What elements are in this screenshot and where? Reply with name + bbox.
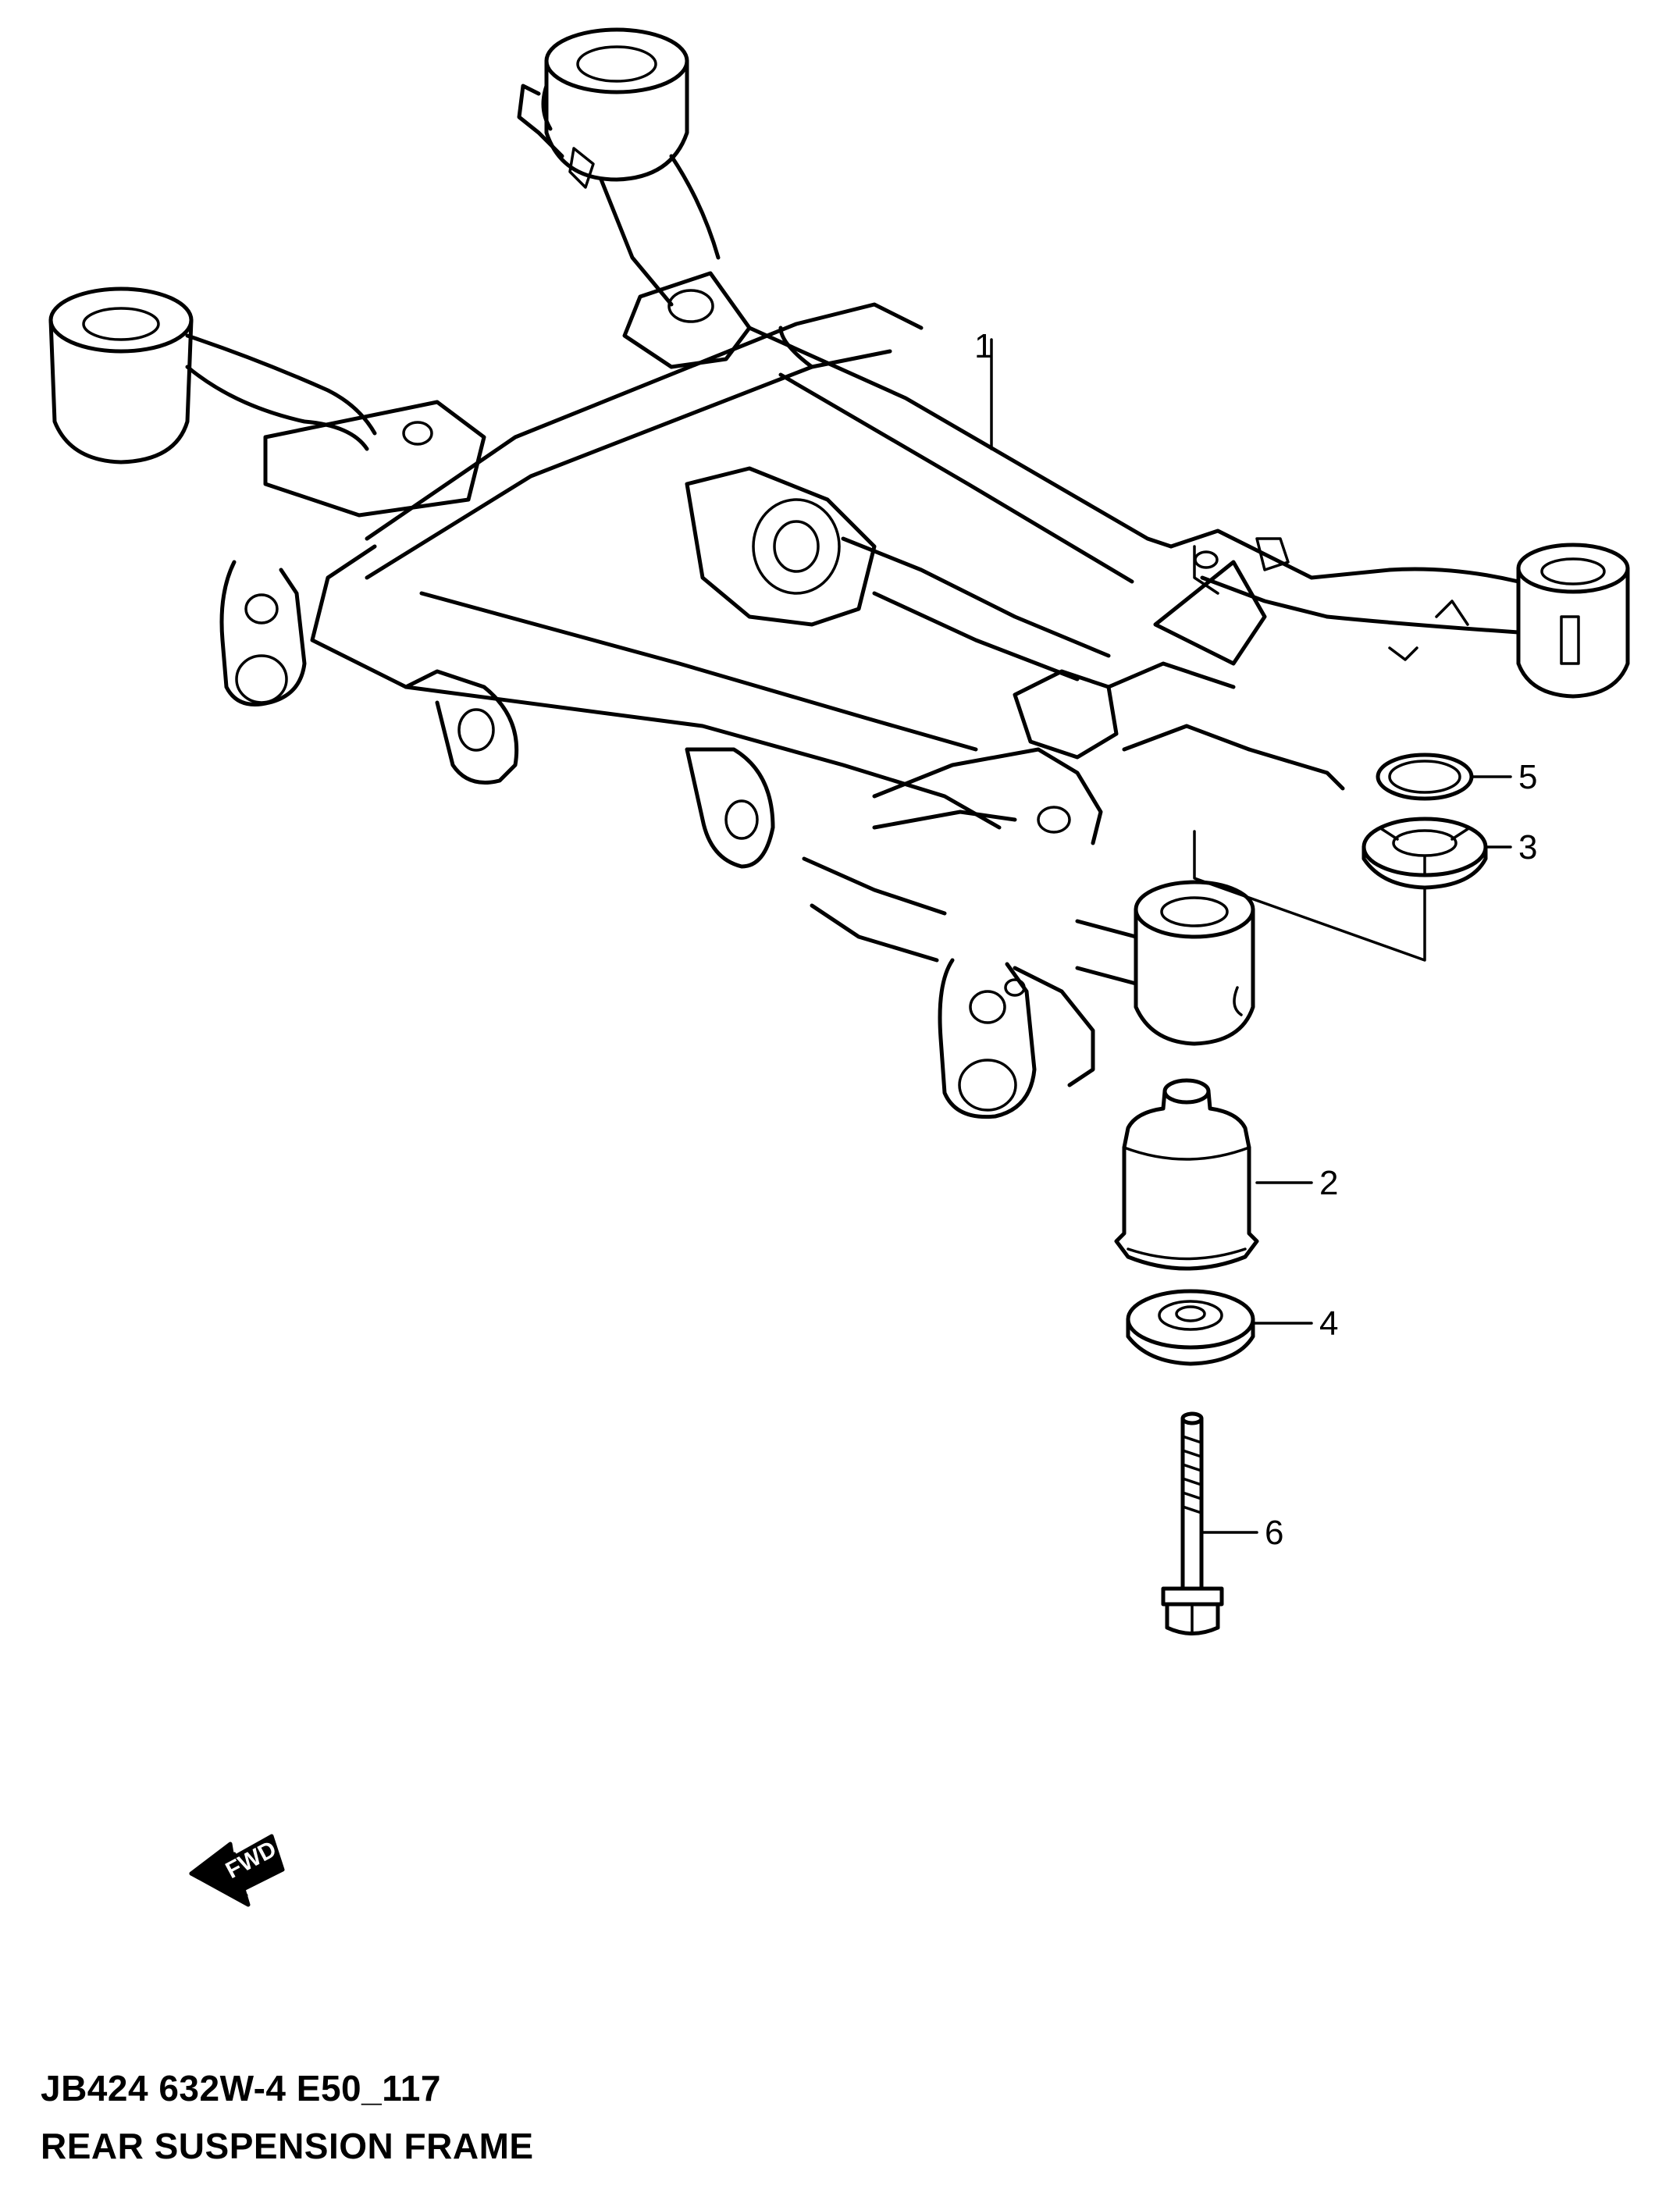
- forward-direction-arrow: FWD: [189, 1834, 285, 1907]
- diagram-code: JB424 632W-4 E50_117: [41, 2068, 441, 2109]
- callout-5: 5: [1518, 758, 1537, 796]
- part-6-mounting-bolt: 6: [1161, 1411, 1283, 1635]
- suspension-frame-drawing: [48, 27, 1630, 1119]
- callout-2: 2: [1319, 1164, 1338, 1202]
- part-3-stopper-washer: 3: [1193, 817, 1537, 962]
- callout-1: 1: [974, 327, 993, 365]
- part-5-retaining-ring: 5: [1376, 753, 1537, 801]
- part-4-lower-washer: 4: [1126, 1289, 1338, 1366]
- callout-6: 6: [1265, 1514, 1283, 1552]
- callout-3: 3: [1518, 828, 1537, 867]
- diagram-title: REAR SUSPENSION FRAME: [41, 2126, 534, 2166]
- callout-4: 4: [1319, 1304, 1338, 1343]
- part-2-mount-bushing: 2: [1114, 1078, 1338, 1271]
